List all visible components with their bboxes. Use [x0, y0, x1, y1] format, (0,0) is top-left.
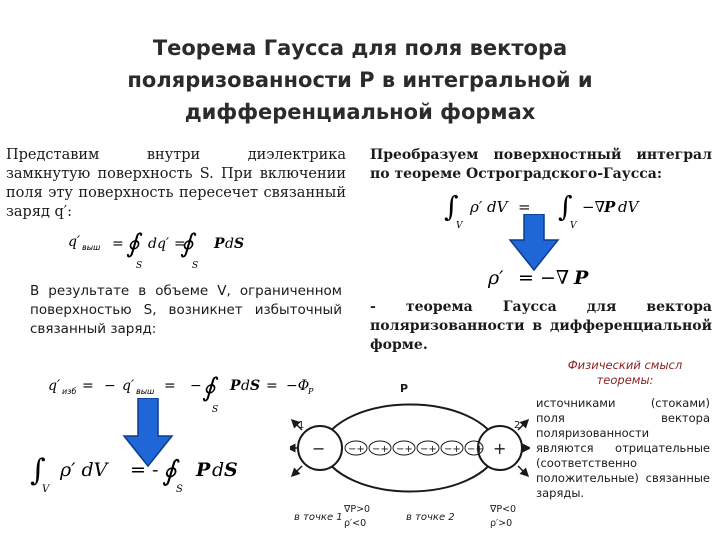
svg-text:P: P	[307, 387, 314, 396]
sphere-right-sign: +	[493, 439, 506, 458]
equation-integral-form: ∫ V ρ′ dV = - ∮ S P d S	[26, 448, 276, 502]
svg-text:∫: ∫	[444, 190, 459, 223]
svg-text:−+: −+	[396, 444, 413, 455]
label-num-2: 2	[514, 420, 520, 431]
svg-text:d: d	[212, 459, 224, 481]
equation-divergence-integral: ∫ V ρ′ dV = ∫ V −∇ P dV	[444, 186, 644, 236]
svg-text:∫: ∫	[558, 190, 573, 223]
svg-text:d: d	[225, 236, 234, 252]
equation-divergence-integral-svg: ∫ V ρ′ dV = ∫ V −∇ P dV	[444, 190, 641, 231]
arrow-down-left	[122, 398, 174, 468]
svg-text:d: d	[241, 378, 250, 394]
svg-text:−+: −+	[467, 444, 484, 455]
svg-text:ρ′ dV: ρ′ dV	[59, 459, 110, 481]
dipole-row: −+ −+ −+ −+ −+ −+	[344, 440, 484, 456]
physics-body: источниками (стоками) поля вектора поляр…	[536, 396, 710, 500]
svg-text:=: =	[266, 378, 278, 394]
svg-text:−+: −+	[372, 444, 389, 455]
radial-arrows	[290, 418, 530, 478]
svg-text:P: P	[195, 459, 211, 481]
arrow-down-right	[508, 214, 560, 272]
equation-differential-form: ρ′ = −∇ P	[487, 262, 608, 296]
right-intro-text: Преобразуем поверхностный интеграл по те…	[370, 147, 712, 182]
label-num-1: 1	[298, 420, 304, 431]
physics-title: Физический смысл теоремы:	[567, 358, 683, 387]
svg-text:S: S	[176, 484, 183, 495]
svg-text:выш: выш	[136, 387, 155, 396]
svg-text:dV: dV	[618, 198, 641, 216]
svg-text:−: −	[190, 378, 202, 394]
label-p: P	[400, 382, 408, 395]
svg-text:=: =	[130, 459, 146, 481]
svg-text:ρ′ dV: ρ′ dV	[469, 198, 510, 216]
title-line-3: дифференциальной формах	[184, 100, 536, 124]
equation-bound-charge-svg: q′ выш = ∮ S dq′ = ∮ S P d S	[68, 229, 244, 271]
svg-text:∮: ∮	[180, 229, 197, 259]
svg-text:P: P	[229, 378, 241, 394]
svg-text:P: P	[573, 267, 589, 289]
svg-text:−+: −+	[348, 444, 365, 455]
svg-text:изб: изб	[62, 387, 76, 396]
svg-text:S: S	[224, 459, 238, 481]
svg-text:P: P	[603, 198, 616, 216]
svg-text:V: V	[456, 221, 464, 231]
label-right-rho: ρ′>0	[490, 518, 512, 529]
svg-text:выш: выш	[82, 243, 101, 252]
equation-excess-charge-svg: q′ изб = − q′ выш = − ∮ S P d S = −Φ P	[48, 373, 314, 415]
svg-text:q′: q′	[48, 378, 61, 394]
svg-text:−: −	[104, 378, 116, 394]
title-line-2: поляризованности P в интегральной и	[127, 68, 593, 92]
svg-text:=: =	[82, 378, 94, 394]
svg-text:∮: ∮	[202, 373, 219, 403]
field-line-bottom	[319, 446, 503, 493]
left-result-text: В результате в объеме V, ограниченном по…	[30, 283, 342, 337]
svg-text:−∇: −∇	[582, 198, 605, 216]
svg-text:−Φ: −Φ	[286, 378, 309, 394]
svg-text:V: V	[42, 484, 51, 495]
svg-text:dq′: dq′	[148, 236, 170, 252]
label-right-div: ∇P<0	[489, 504, 516, 515]
svg-text:S: S	[212, 405, 218, 415]
svg-text:= −∇: = −∇	[518, 267, 569, 289]
svg-text:q′: q′	[122, 378, 135, 394]
equation-bound-charge: q′ выш = ∮ S dq′ = ∮ S P d S	[68, 228, 248, 274]
svg-text:−+: −+	[444, 444, 461, 455]
slide-title: Теорема Гаусса для поля вектора поляризо…	[90, 32, 630, 128]
label-left-rho: ρ′<0	[344, 518, 366, 529]
svg-text:S: S	[136, 261, 142, 270]
svg-text:S: S	[234, 236, 244, 252]
equation-integral-form-svg: ∫ V ρ′ dV = - ∮ S P d S	[30, 453, 238, 495]
svg-text:P: P	[213, 236, 225, 252]
svg-text:=: =	[164, 378, 176, 394]
svg-text:−+: −+	[420, 444, 437, 455]
svg-text:=: =	[112, 236, 124, 252]
svg-text:=: =	[174, 236, 186, 252]
title-line-1: Теорема Гаусса для поля вектора	[152, 36, 568, 60]
svg-text:∮: ∮	[126, 229, 143, 259]
svg-text:V: V	[570, 221, 578, 231]
svg-text:q′: q′	[68, 234, 81, 250]
equation-excess-charge: q′ изб = − q′ выш = − ∮ S P d S = −Φ P	[40, 372, 340, 420]
svg-text:∫: ∫	[30, 453, 46, 488]
sphere-left-sign: −	[312, 439, 325, 458]
polarization-diagram: − + −+ −+ −+ −+ −+ −+ P 1 2 в точке 1 ∇P>0 ρ…	[290, 382, 530, 529]
label-left-point: в точке 1	[294, 512, 343, 523]
equation-differential-form-svg: ρ′ = −∇ P	[487, 267, 589, 289]
svg-text:=: =	[518, 198, 531, 216]
svg-text:S: S	[250, 378, 260, 394]
label-right-point: в точке 2	[406, 512, 455, 523]
svg-text:S: S	[192, 261, 198, 270]
svg-text:ρ′: ρ′	[488, 267, 504, 289]
left-intro-text: Представим внутри диэлектрика замкнутую …	[6, 147, 346, 220]
svg-text:∮: ∮	[162, 454, 180, 487]
field-line-top	[319, 403, 503, 450]
label-left-div: ∇P>0	[343, 504, 370, 515]
right-theorem-text: - теорема Гаусса для вектора поляризован…	[370, 299, 712, 353]
svg-text:-: -	[152, 459, 158, 481]
